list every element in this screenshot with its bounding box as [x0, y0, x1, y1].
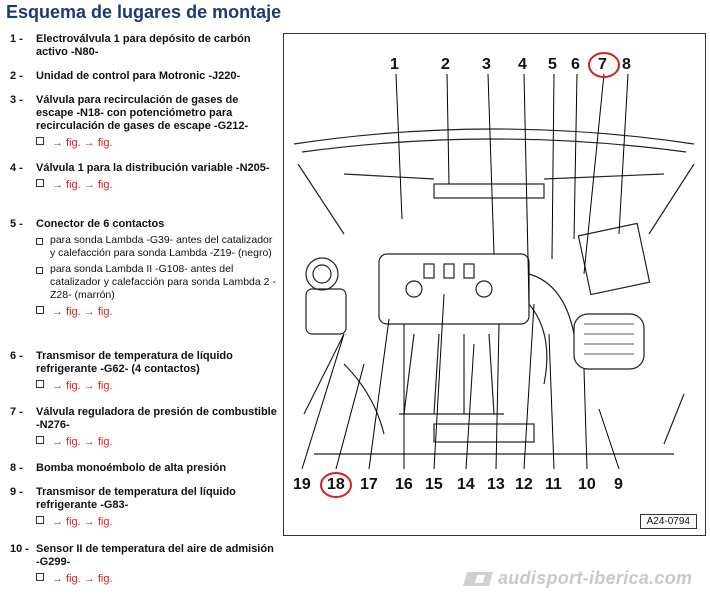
checkbox-icon: [36, 238, 43, 245]
figure-id-label: A24-0794: [639, 514, 697, 529]
checkbox-icon: [36, 306, 44, 314]
engine-illustration: [293, 52, 695, 498]
legend-item: 1 - Electroválvula 1 para depósito de ca…: [10, 33, 278, 59]
legend-number: 4 -: [10, 162, 23, 174]
watermark: audisport-iberica.com: [498, 568, 693, 588]
legend-item: 10 - Sensor II de temperatura del aire d…: [10, 543, 278, 586]
figure-reference: → fig. → fig.: [36, 179, 278, 192]
callout-number-highlighted: 18: [327, 476, 345, 493]
legend-text: Válvula para recirculación de gases de e…: [36, 94, 249, 132]
legend-text: Transmisor de temperatura del líquido re…: [36, 486, 236, 511]
callout-number: 15: [425, 476, 443, 493]
figure-link[interactable]: → fig. → fig.: [52, 137, 113, 149]
legend-number: 2 -: [10, 70, 23, 82]
legend-item: 7 - Válvula reguladora de presión de com…: [10, 406, 278, 449]
legend-item: 6 - Transmisor de temperatura de líquido…: [10, 350, 278, 393]
legend-text: Sensor II de temperatura del aire de adm…: [36, 543, 274, 568]
sub-item: para sonda Lambda II -G108- antes del ca…: [36, 263, 278, 302]
legend-number: 1 -: [10, 33, 23, 45]
callout-number: 12: [515, 476, 533, 493]
figure-link[interactable]: → fig. → fig.: [52, 306, 113, 318]
callout-number: 16: [395, 476, 413, 493]
legend-text: Bomba monoémbolo de alta presión: [36, 462, 227, 474]
sub-item-text: para sonda Lambda II -G108- antes del ca…: [50, 263, 276, 301]
legend-text: Válvula reguladora de presión de combust…: [36, 406, 277, 431]
callout-number: 19: [293, 476, 311, 493]
callout-number-highlighted: 7: [598, 56, 607, 73]
page-title: Esquema de lugares de montaje: [6, 2, 282, 22]
callout-number: 14: [457, 476, 475, 493]
figure-link[interactable]: → fig. → fig.: [52, 179, 113, 191]
callout-number: 13: [487, 476, 505, 493]
legend-text: Unidad de control para Motronic -J220-: [36, 70, 241, 82]
legend-number: 8 -: [10, 462, 23, 474]
engine-bay-diagram: 1 2 3 4 5 6 7 8 19 18 17 16 15 14 13 12 …: [283, 33, 706, 536]
figure-reference: → fig. → fig.: [36, 516, 278, 529]
watermark-logo-icon: [463, 572, 493, 586]
callout-number: 1: [390, 56, 399, 73]
legend-item: 5 - Conector de 6 contactos para sonda L…: [10, 218, 278, 319]
figure-reference: → fig. → fig.: [36, 573, 278, 586]
highlight-circle: [320, 472, 352, 498]
figure-link[interactable]: → fig. → fig.: [52, 573, 113, 585]
callout-number: 10: [578, 476, 596, 493]
legend-item: 8 - Bomba monoémbolo de alta presión: [10, 462, 278, 475]
callout-number: 6: [571, 56, 580, 73]
figure-reference: → fig. → fig.: [36, 436, 278, 449]
checkbox-icon: [36, 137, 44, 145]
highlight-circle: [588, 52, 620, 78]
legend-text: Electroválvula 1 para depósito de carbón…: [36, 33, 251, 58]
checkbox-icon: [36, 436, 44, 444]
legend-number: 7 -: [10, 406, 23, 418]
checkbox-icon: [36, 179, 44, 187]
sub-item-text: para sonda Lambda -G39- antes del catali…: [50, 234, 273, 259]
callout-number: 3: [482, 56, 491, 73]
legend-number: 10 -: [10, 543, 29, 555]
checkbox-icon: [36, 573, 44, 581]
callout-number: 2: [441, 56, 450, 73]
legend-number: 9 -: [10, 486, 23, 498]
legend-number: 3 -: [10, 94, 23, 106]
legend-text: Transmisor de temperatura de líquido ref…: [36, 350, 233, 375]
figure-reference: → fig. → fig.: [36, 380, 278, 393]
checkbox-icon: [36, 516, 44, 524]
legend-text: Conector de 6 contactos: [36, 218, 165, 230]
callout-number: 8: [622, 56, 631, 73]
callout-number: 11: [545, 476, 562, 493]
legend-number: 5 -: [10, 218, 23, 230]
callout-number: 17: [360, 476, 378, 493]
figure-reference: → fig. → fig.: [36, 306, 278, 319]
figure-link[interactable]: → fig. → fig.: [52, 380, 113, 392]
legend-text: Válvula 1 para la distribución variable …: [36, 162, 270, 174]
callout-number: 4: [518, 56, 527, 73]
sub-item: para sonda Lambda -G39- antes del catali…: [36, 234, 278, 260]
figure-link[interactable]: → fig. → fig.: [52, 516, 113, 528]
legend-item: 3 - Válvula para recirculación de gases …: [10, 94, 278, 150]
legend-item: 4 - Válvula 1 para la distribución varia…: [10, 162, 278, 192]
legend-item: 9 - Transmisor de temperatura del líquid…: [10, 486, 278, 529]
figure-link[interactable]: → fig. → fig.: [52, 436, 113, 448]
legend-number: 6 -: [10, 350, 23, 362]
callout-number: 9: [614, 476, 623, 493]
checkbox-icon: [36, 267, 43, 274]
legend-item: 2 - Unidad de control para Motronic -J22…: [10, 70, 278, 83]
callout-number: 5: [548, 56, 557, 73]
figure-reference: → fig. → fig.: [36, 137, 278, 150]
checkbox-icon: [36, 380, 44, 388]
